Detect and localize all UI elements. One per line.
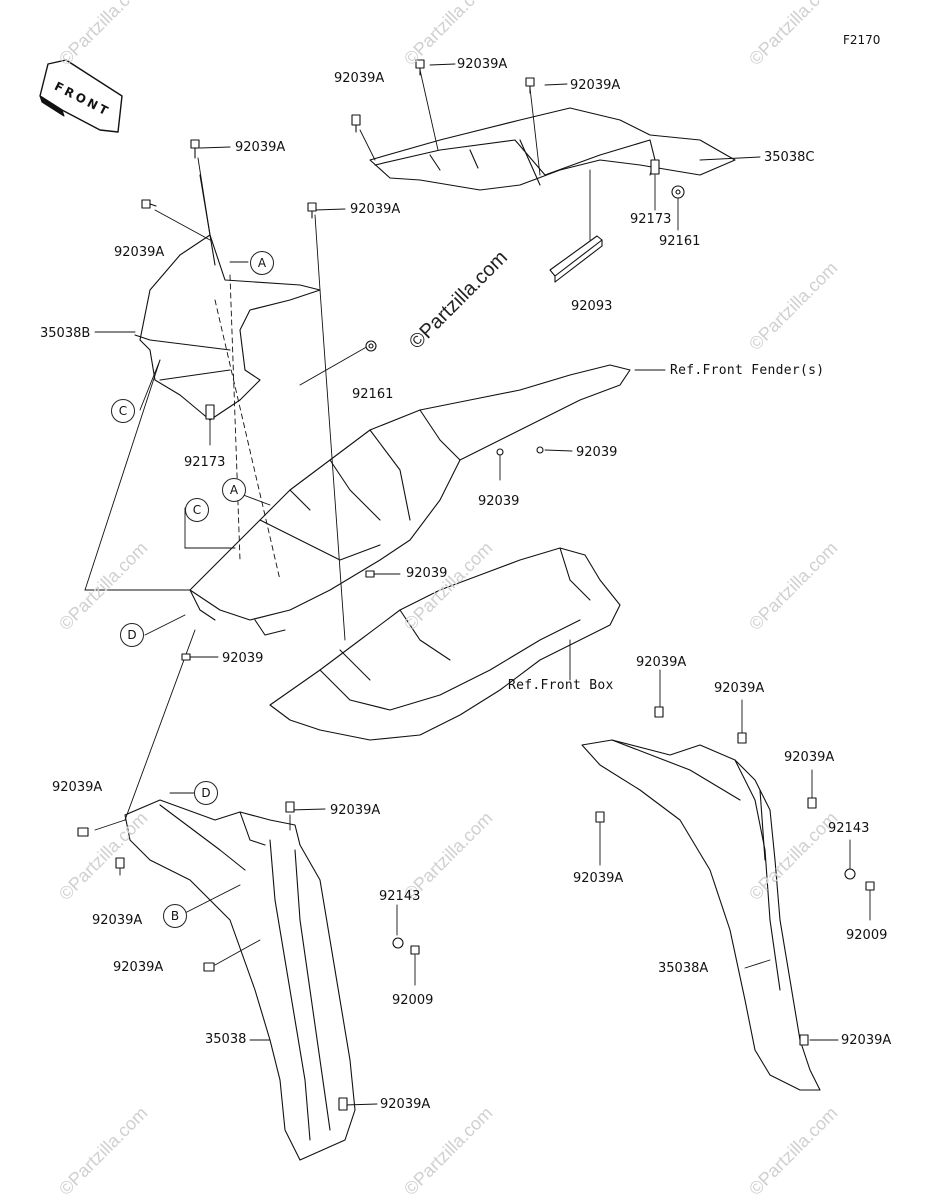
washer-icon [365, 340, 377, 352]
washer-icon [392, 937, 404, 949]
nut-icon [496, 448, 504, 456]
front-arrow-icon [39, 59, 123, 133]
label-92009: 92009 [392, 993, 434, 1008]
ref-front-fenders: Ref.Front Fender(s) [670, 363, 825, 378]
label-35038a: 35038A [658, 961, 709, 976]
callout-c-lower: C [185, 498, 209, 522]
label-35038: 35038 [205, 1032, 247, 1047]
callout-d-lower: D [194, 781, 218, 805]
clip-icon [307, 202, 317, 219]
callout-a-lower: A [222, 478, 246, 502]
top-cover-35038c [369, 107, 736, 191]
washer-icon [844, 868, 856, 880]
screw-icon [181, 653, 191, 661]
fastener-icons [77, 59, 875, 1111]
clip-icon [205, 404, 215, 420]
nut-icon [536, 446, 544, 454]
label-92039a: 92039A [570, 78, 621, 93]
clip-icon [595, 811, 605, 823]
label-92161: 92161 [659, 234, 701, 249]
label-92039a: 92039A [841, 1033, 892, 1048]
label-92143: 92143 [828, 821, 870, 836]
clip-icon [77, 827, 89, 837]
label-35038b: 35038B [40, 326, 91, 341]
label-92093: 92093 [571, 299, 613, 314]
ref-front-box: Ref.Front Box [508, 678, 614, 693]
clip-icon [654, 706, 664, 718]
label-92039a: 92039A [114, 245, 165, 260]
figure-code: F2170 [843, 33, 881, 47]
screw-icon [365, 570, 375, 578]
label-92039a: 92039A [457, 57, 508, 72]
label-92173: 92173 [184, 455, 226, 470]
label-92039a: 92039A [113, 960, 164, 975]
clip-icon [525, 77, 535, 94]
label-92039: 92039 [406, 566, 448, 581]
label-92039: 92039 [478, 494, 520, 509]
strip-92093 [549, 235, 603, 283]
clip-icon [285, 801, 295, 813]
label-92039a: 92039A [714, 681, 765, 696]
callout-b: B [163, 904, 187, 928]
clip-icon [203, 962, 215, 972]
label-92039a: 92039A [330, 803, 381, 818]
label-92039a: 92039A [334, 71, 385, 86]
label-92039a: 92039A [52, 780, 103, 795]
label-92039: 92039 [222, 651, 264, 666]
label-92039a: 92039A [235, 140, 286, 155]
washer-icon [671, 185, 685, 199]
clip-icon [799, 1034, 809, 1046]
label-92143: 92143 [379, 889, 421, 904]
label-92173: 92173 [630, 212, 672, 227]
front-fender-upper [189, 364, 631, 636]
label-92039a: 92039A [92, 913, 143, 928]
clip-icon [807, 797, 817, 809]
callout-a-upper: A [250, 251, 274, 275]
label-92009: 92009 [846, 928, 888, 943]
clip-icon [737, 732, 747, 744]
clip-icon [190, 139, 200, 159]
label-92039a: 92039A [784, 750, 835, 765]
clip-icon [338, 1097, 348, 1111]
bracket-35038b [134, 174, 321, 421]
clip-icon [141, 199, 157, 209]
clip-icon [351, 114, 361, 133]
label-92039: 92039 [576, 445, 618, 460]
leader-lines [84, 63, 871, 1106]
label-92039a: 92039A [350, 202, 401, 217]
screw-icon [410, 945, 420, 955]
label-92161: 92161 [352, 387, 394, 402]
front-box [269, 547, 621, 741]
callout-d-upper: D [120, 623, 144, 647]
side-cover-35038 [124, 799, 356, 1161]
label-92039a: 92039A [380, 1097, 431, 1112]
side-cover-35038a [581, 739, 821, 1091]
label-35038c: 35038C [764, 150, 815, 165]
clip-icon [415, 59, 425, 76]
label-92039a: 92039A [636, 655, 687, 670]
clip-icon [650, 159, 660, 175]
clip-icon [115, 857, 125, 869]
screw-icon [865, 881, 875, 891]
callout-c-upper: C [111, 399, 135, 423]
label-92039a: 92039A [573, 871, 624, 886]
